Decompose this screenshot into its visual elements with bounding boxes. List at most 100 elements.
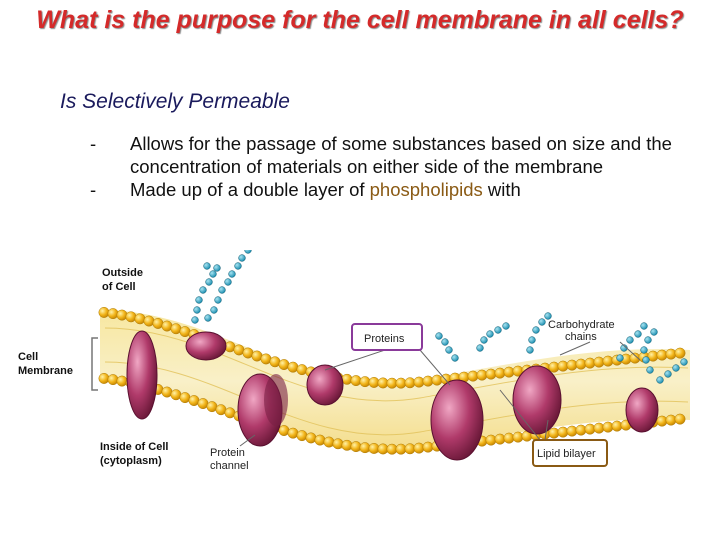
carbohydrate-bead — [441, 338, 449, 346]
bullet-highlight: phospholipids — [369, 179, 483, 200]
carbohydrate-bead — [234, 262, 242, 270]
phospholipid-head — [98, 372, 110, 384]
phospholipid-head — [674, 413, 686, 425]
phospholipid-head — [512, 431, 524, 443]
slide-title: What is the purpose for the cell membran… — [36, 6, 684, 34]
phospholipid-head — [575, 424, 587, 436]
carbohydrate-bead — [210, 306, 218, 314]
carbohydrate-bead — [680, 358, 688, 366]
phospholipid-head — [656, 415, 668, 427]
pointer-lines — [239, 341, 641, 447]
carbohydrate-bead — [224, 278, 232, 286]
carbohydrate-bead — [528, 336, 536, 344]
phospholipid-head — [476, 369, 488, 381]
carbohydrate-bead — [494, 326, 502, 334]
phospholipid-head — [548, 427, 560, 439]
phospholipid-head — [296, 430, 308, 442]
phospholipid-head — [503, 366, 515, 378]
peripheral-protein — [185, 331, 227, 361]
integral-protein — [625, 387, 659, 433]
phospholipid-head — [431, 374, 443, 386]
carbohydrate-bead — [656, 376, 664, 384]
phospholipid-head — [602, 355, 614, 367]
carbohydrate-bead — [502, 322, 510, 330]
carbohydrate-bead — [199, 286, 207, 294]
phospholipid-head — [287, 361, 299, 373]
phospholipid-head — [116, 375, 128, 387]
carbohydrate-bead — [532, 326, 540, 334]
carbohydrate-bead — [486, 330, 494, 338]
carbohydrate-bead — [195, 296, 203, 304]
carbohydrate-bead — [646, 366, 654, 374]
phospholipid-head — [665, 348, 677, 360]
bullet-dash: - — [90, 179, 97, 200]
phospholipid-head — [485, 368, 497, 380]
phospholipid-head — [341, 439, 353, 451]
phospholipid-head — [584, 423, 596, 435]
label-inside-2: (cytoplasm) — [100, 455, 162, 467]
phospholipid-head — [593, 356, 605, 368]
phospholipid-head — [557, 426, 569, 438]
phospholipid-head — [296, 364, 308, 376]
phospholipid-head — [278, 425, 290, 436]
phospholipid-head — [494, 433, 506, 445]
phospholipid-head — [134, 313, 146, 325]
phospholipid-head — [350, 375, 362, 387]
integral-protein — [512, 365, 562, 435]
carbohydrate-chains — [191, 250, 688, 384]
carbohydrate-bead — [205, 278, 213, 286]
phospholipid-head — [332, 438, 344, 450]
carbohydrate-bead — [451, 354, 459, 362]
label-carb-2: chains — [565, 331, 597, 343]
carbohydrate-bead — [640, 322, 648, 330]
label-bilayer: Lipid bilayer — [537, 448, 596, 460]
phospholipid-head — [575, 358, 587, 370]
phospholipid-head — [494, 367, 506, 379]
carbohydrate-bead — [209, 270, 217, 278]
carbohydrate-bead — [238, 254, 246, 262]
carbohydrate-bead — [204, 314, 212, 322]
carbohydrate-bead — [244, 250, 252, 254]
phospholipid-head — [566, 425, 578, 437]
phospholipid-head — [548, 361, 560, 373]
carbohydrate-bead — [435, 332, 443, 340]
phospholipid-head — [98, 306, 110, 318]
bullet-text-before: Made up of a double layer of — [130, 179, 370, 200]
carbohydrate-bead — [664, 370, 672, 378]
carbohydrate-bead — [672, 364, 680, 372]
phospholipid-head — [656, 349, 668, 361]
phospholipid-head — [350, 441, 362, 453]
bullet-text: Allows for the passage of some substance… — [130, 133, 672, 177]
integral-protein — [306, 364, 344, 406]
membrane-bracket — [91, 337, 98, 391]
label-membrane-2: Membrane — [18, 365, 73, 377]
carbohydrate-bead — [526, 346, 534, 354]
carbohydrate-bead — [203, 262, 211, 270]
phospholipid-head — [125, 311, 137, 323]
carbohydrate-bead — [616, 354, 624, 362]
label-channel-2: channel — [210, 460, 249, 472]
phospholipid-head — [422, 441, 434, 453]
carbohydrate-bead — [476, 344, 484, 352]
bullet-dash: - — [90, 133, 97, 154]
phospholipid-head — [107, 308, 119, 320]
slide-subtitle: Is Selectively Permeable — [60, 90, 290, 113]
carbohydrate-bead — [214, 296, 222, 304]
carbohydrate-bead — [445, 346, 453, 354]
phospholipid-head — [602, 421, 614, 433]
phospholipid-head — [611, 420, 623, 432]
carbohydrate-bead — [642, 356, 650, 364]
bullet-item-1: - Allows for the passage of some substan… — [90, 132, 700, 178]
phospholipid-head — [422, 375, 434, 387]
phospholipid-head — [107, 374, 119, 386]
label-proteins: Proteins — [364, 333, 405, 345]
phospholipid-head — [278, 359, 290, 370]
phospholipid-head — [152, 318, 164, 329]
phospholipid-head — [674, 347, 686, 359]
label-outside-1: Outside — [102, 267, 143, 279]
carbohydrate-bead — [544, 312, 552, 320]
phospholipid-head — [287, 427, 299, 439]
label-outside-2: of Cell — [102, 281, 136, 293]
label-channel-1: Protein — [210, 447, 245, 459]
phospholipid-head — [485, 434, 497, 446]
